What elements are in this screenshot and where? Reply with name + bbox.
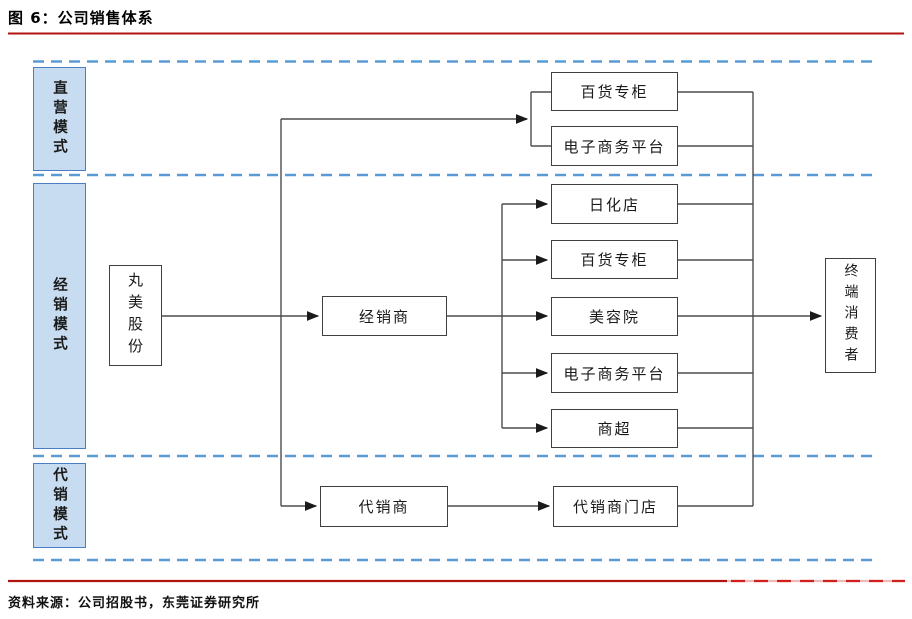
figure-title: 图 6：公司销售体系	[8, 9, 154, 27]
node-end-consumer: 终端消费者	[825, 258, 876, 373]
node-department-store-counter: 百货专柜	[551, 240, 678, 279]
node-company-text: 丸美股份	[126, 271, 144, 360]
node-end-consumer-text: 终端消费者	[842, 263, 859, 368]
node-direct-department-store-counter: 百货专柜	[551, 72, 678, 111]
node-consignment-store: 代销商门店	[553, 486, 678, 527]
node-beauty-salon: 美容院	[551, 297, 678, 336]
mode-label-direct-sales-text: 直营模式	[51, 80, 67, 158]
node-company: 丸美股份	[109, 265, 162, 366]
source-caption: 资料来源：公司招股书，东莞证券研究所	[8, 596, 261, 611]
node-distributor: 经销商	[322, 296, 447, 336]
mode-label-distribution: 经销模式	[33, 183, 86, 449]
mode-label-direct-sales: 直营模式	[33, 67, 86, 171]
node-supermarket: 商超	[551, 409, 678, 448]
mode-label-consignment: 代销模式	[33, 463, 86, 548]
mode-label-distribution-text: 经销模式	[51, 277, 67, 355]
mode-label-consignment-text: 代销模式	[51, 466, 67, 545]
node-consignment-agent: 代销商	[320, 486, 448, 527]
node-ecommerce-platform: 电子商务平台	[551, 353, 678, 393]
node-direct-ecommerce-platform: 电子商务平台	[551, 126, 678, 166]
node-daily-chemical-store: 日化店	[551, 184, 678, 224]
